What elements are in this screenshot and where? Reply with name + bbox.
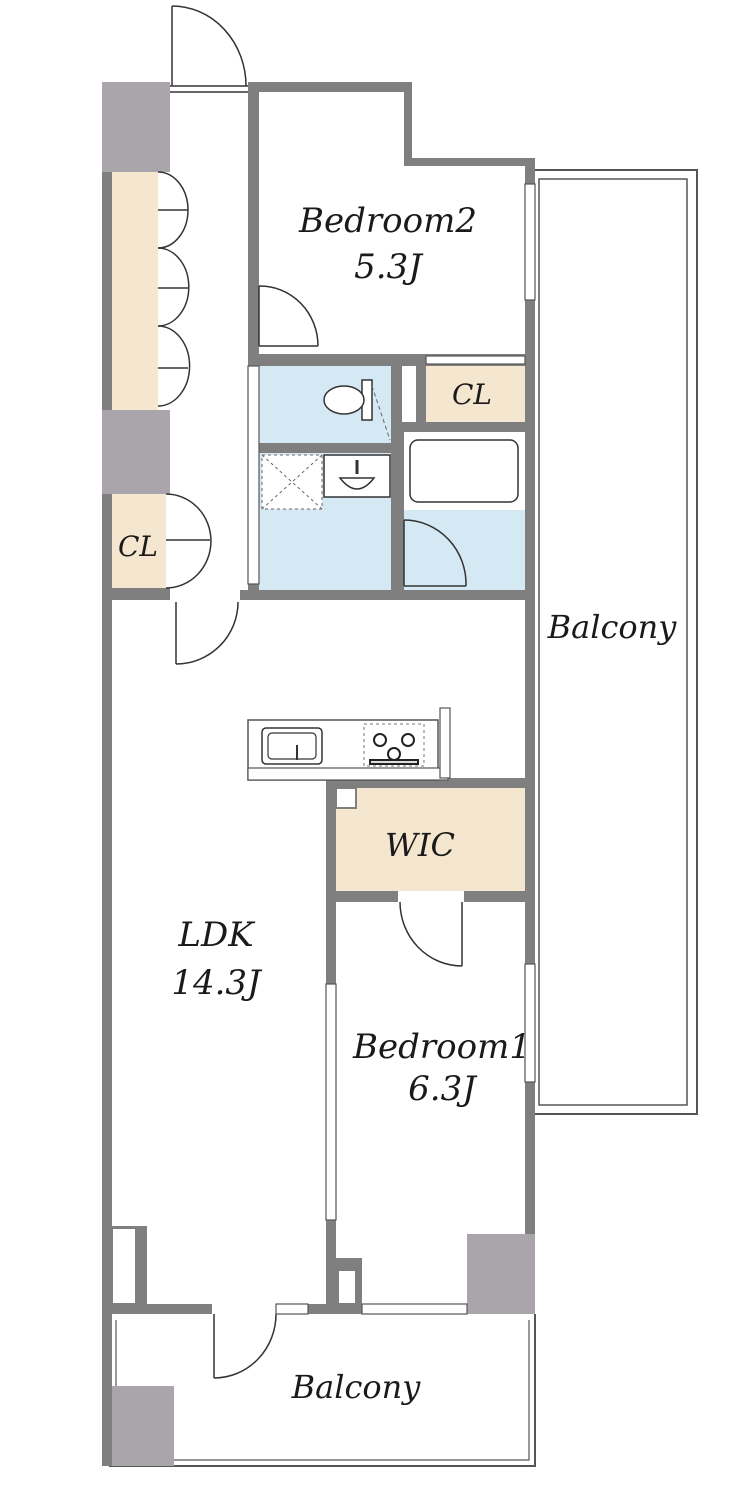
left-pillar-mid bbox=[102, 410, 170, 494]
east-balcony bbox=[532, 169, 698, 1115]
left-pillar-upper bbox=[102, 82, 170, 172]
upper-closet bbox=[426, 366, 525, 422]
toilet-icon bbox=[323, 379, 391, 441]
ldk-size: 14.3J bbox=[171, 963, 263, 1003]
bedroom1-size: 6.3J bbox=[408, 1069, 478, 1109]
pillar-bottom-right bbox=[467, 1234, 535, 1314]
kitchen-counter bbox=[247, 707, 451, 781]
bedroom2-size: 5.3J bbox=[354, 247, 424, 287]
ldk-name: LDK bbox=[177, 915, 256, 955]
sink-icon bbox=[261, 727, 323, 765]
windows bbox=[247, 183, 536, 1315]
wic-floor bbox=[336, 788, 525, 891]
bedroom2-name: Bedroom2 bbox=[298, 201, 477, 241]
left-closet-stack bbox=[112, 172, 158, 410]
pillar-bottom-left bbox=[102, 1386, 174, 1466]
south-balcony-label: Balcony bbox=[291, 1368, 422, 1406]
washbasin-icon bbox=[323, 454, 391, 498]
shelf bbox=[402, 366, 416, 422]
upper-closet-label: CL bbox=[452, 378, 492, 411]
bedroom2-floor bbox=[259, 92, 525, 354]
bathtub-icon bbox=[409, 439, 519, 503]
entrance-corridor bbox=[170, 92, 248, 590]
left-closet-label: CL bbox=[118, 530, 158, 563]
bedroom1-name: Bedroom1 bbox=[352, 1027, 531, 1067]
left-closet bbox=[112, 494, 166, 588]
bedroom1-floor bbox=[336, 902, 525, 1304]
laundry-pan-icon bbox=[261, 454, 323, 510]
stove-burner-icon bbox=[369, 733, 419, 765]
wic-label: WIC bbox=[385, 826, 455, 864]
east-balcony-label: Balcony bbox=[547, 608, 678, 646]
